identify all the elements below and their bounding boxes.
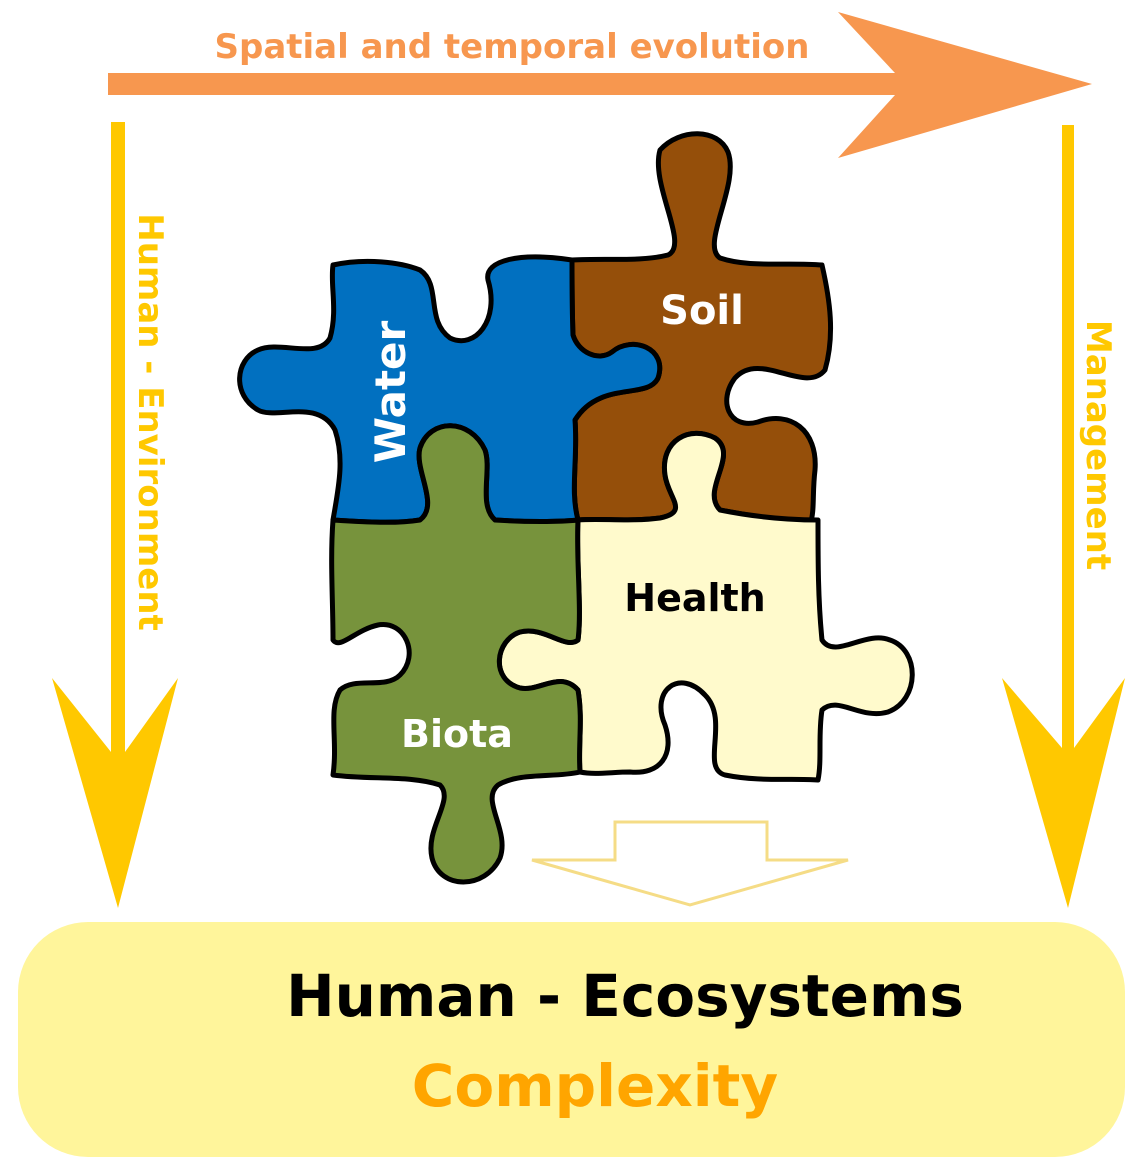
biota-piece: [329, 423, 583, 885]
biota-label: Biota: [401, 712, 513, 756]
left-arrow-shape: [52, 122, 178, 908]
top-arrow-label: Spatial and temporal evolution: [215, 27, 810, 67]
outcome-subtitle: Complexity: [412, 1052, 778, 1120]
hollow-down-arrow: [531, 820, 849, 907]
top-evolution-arrow: Spatial and temporal evolution: [108, 12, 1092, 158]
puzzle: [237, 131, 915, 885]
left-arrow-label: Human - Environment: [130, 213, 170, 631]
right-arrow-label: Management: [1078, 320, 1118, 570]
right-management-arrow: Management: [1002, 125, 1125, 908]
right-arrow-shape: [1002, 125, 1125, 908]
top-arrow-shape: [108, 12, 1092, 158]
water-label: Water: [366, 320, 415, 463]
left-human-environment-arrow: Human - Environment: [52, 122, 178, 908]
outcome-box: Human - Ecosystems Complexity: [18, 922, 1125, 1157]
health-label: Health: [624, 576, 765, 620]
soil-label: Soil: [660, 288, 744, 334]
outcome-box-background: [18, 922, 1125, 1157]
outcome-title: Human - Ecosystems: [286, 962, 964, 1030]
